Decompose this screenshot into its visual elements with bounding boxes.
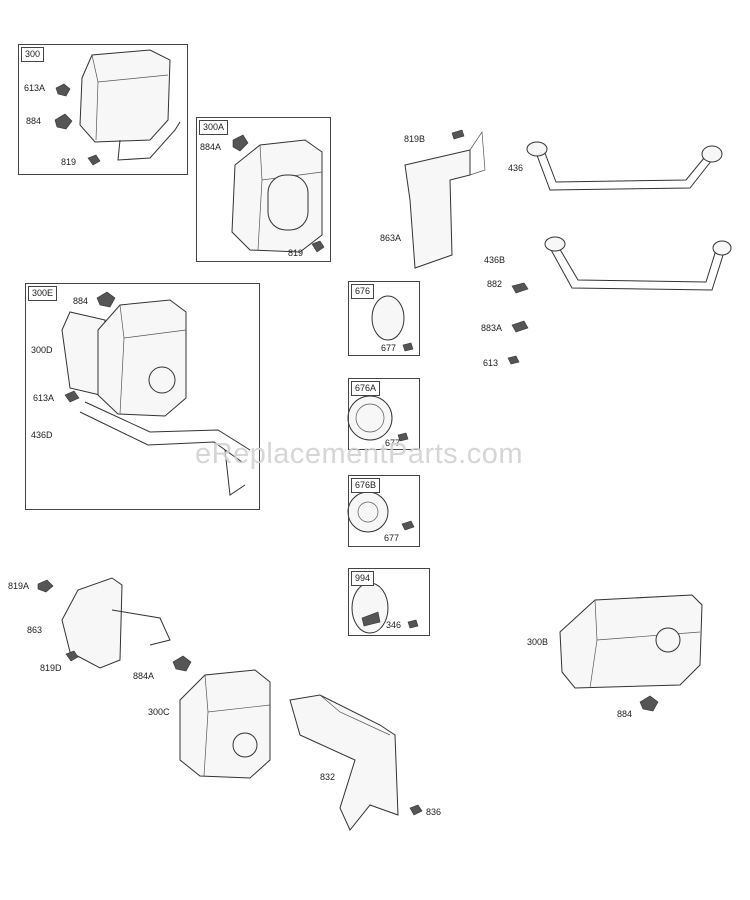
box-label-676b: 676B — [351, 478, 381, 493]
box-676: 676 — [348, 281, 420, 356]
bracket-863-drawing — [37, 577, 171, 669]
part-label-819d: 819D — [40, 663, 62, 673]
box-300a: 300A — [196, 117, 331, 262]
part-label-882: 882 — [487, 279, 503, 289]
screen-676a-drawing — [347, 395, 409, 442]
part-label-884: 884 — [73, 296, 89, 306]
box-label-994: 994 — [351, 571, 375, 586]
box-label-676a: 676A — [351, 381, 381, 396]
part-label-883a: 883A — [481, 323, 503, 333]
part-label-677: 677 — [384, 533, 400, 543]
muffler-300-drawing — [54, 49, 181, 166]
part-label-819: 819 — [61, 157, 77, 167]
muffler-300e-drawing — [61, 291, 251, 496]
tube-436-drawing — [526, 141, 723, 191]
part-label-836: 836 — [426, 807, 442, 817]
muffler-300c-drawing — [172, 655, 271, 779]
part-label-346: 346 — [386, 620, 402, 630]
part-label-677: 677 — [381, 343, 397, 353]
bracket-832-drawing — [289, 694, 423, 831]
box-676b: 676B — [348, 475, 420, 547]
part-label-613a: 613A — [24, 83, 46, 93]
part-label-819b: 819B — [404, 134, 426, 144]
gasket-676-drawing — [371, 295, 414, 352]
part-label-884: 884 — [26, 116, 42, 126]
part-label-884a: 884A — [133, 671, 155, 681]
muffler-300a-drawing — [231, 134, 325, 253]
part-label-677: 677 — [385, 438, 401, 448]
part-label-819: 819 — [288, 248, 304, 258]
box-label-300e: 300E — [28, 286, 58, 301]
tube-436b-drawing — [507, 236, 732, 365]
part-label-300c: 300C — [148, 707, 170, 717]
box-label-676: 676 — [351, 284, 375, 299]
part-label-613: 613 — [483, 358, 499, 368]
part-label-863a: 863A — [380, 233, 402, 243]
part-label-436: 436 — [508, 163, 524, 173]
screen-676b-drawing — [347, 491, 415, 533]
part-label-884a: 884A — [200, 142, 222, 152]
bracket-863a-drawing — [404, 129, 486, 269]
box-676a: 676A — [348, 378, 420, 450]
part-label-613a: 613A — [33, 393, 55, 403]
part-label-300b: 300B — [527, 637, 549, 647]
part-label-819a: 819A — [8, 581, 30, 591]
box-label-300a: 300A — [199, 120, 229, 135]
part-label-436d: 436D — [31, 430, 53, 440]
box-300: 300 — [18, 44, 188, 175]
muffler-300b-drawing — [559, 594, 703, 712]
watermark: eReplacementParts.com — [195, 438, 524, 470]
part-label-300d: 300D — [31, 345, 53, 355]
part-label-436b: 436B — [484, 255, 506, 265]
part-label-863: 863 — [27, 625, 43, 635]
box-300e: 300E — [25, 283, 260, 510]
box-994: 994 — [348, 568, 430, 636]
box-label-300: 300 — [21, 47, 45, 62]
part-label-884: 884 — [617, 709, 633, 719]
part-label-832: 832 — [320, 772, 336, 782]
